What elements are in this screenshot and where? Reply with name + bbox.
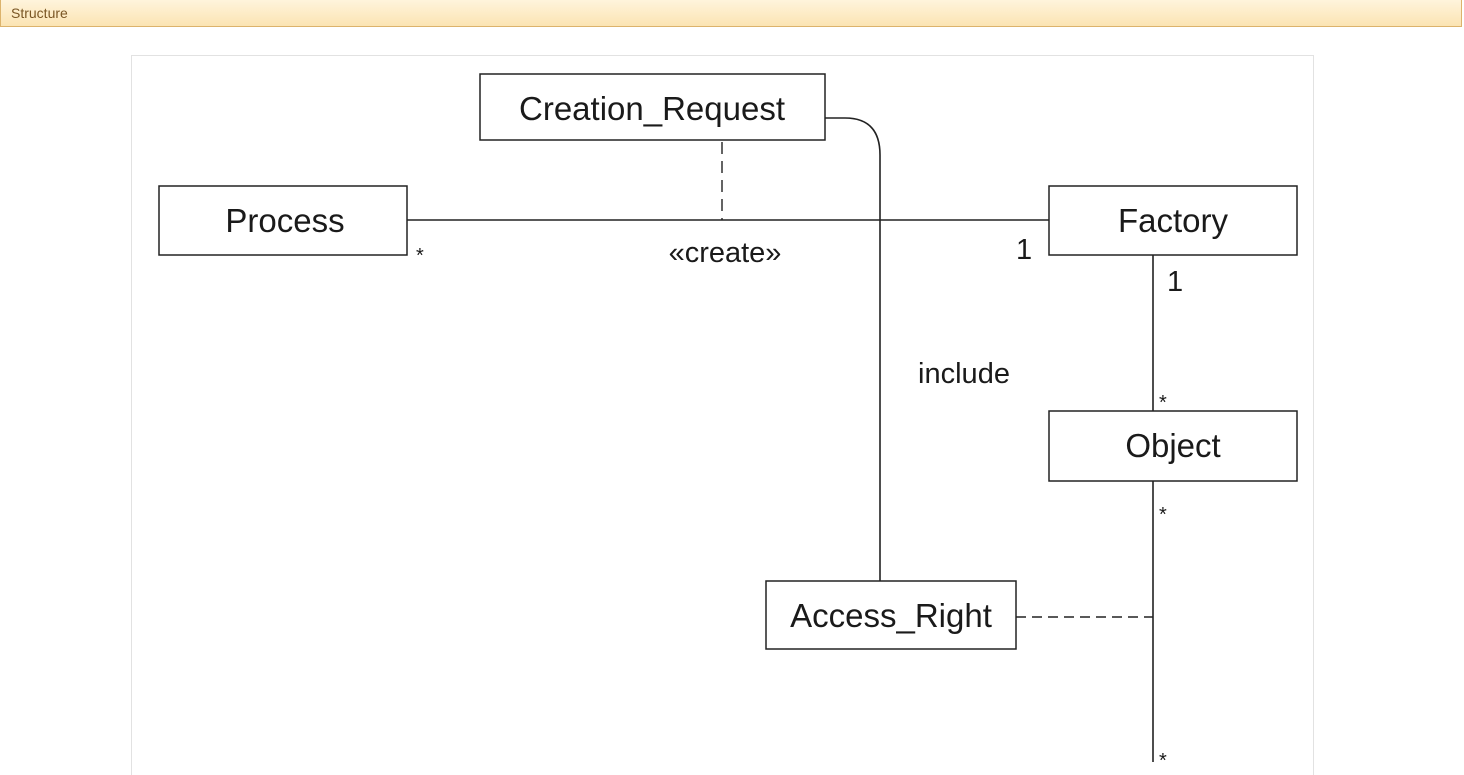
- class-access-right-label: Access_Right: [790, 597, 992, 634]
- multiplicity-factory-bottom: 1: [1167, 266, 1183, 298]
- multiplicity-object-top: *: [1159, 392, 1167, 414]
- class-access-right: Access_Right: [765, 580, 1017, 650]
- class-factory-label: Factory: [1118, 202, 1229, 239]
- class-object: Object: [1048, 410, 1298, 482]
- create-stereotype-label: «create»: [669, 237, 782, 269]
- multiplicity-process: *: [416, 245, 424, 267]
- multiplicity-bottom-end: *: [1159, 750, 1167, 762]
- multiplicity-factory-left: 1: [1016, 234, 1032, 266]
- diagram-frame: [131, 55, 1314, 775]
- class-process: Process: [158, 185, 408, 256]
- class-factory: Factory: [1048, 185, 1298, 256]
- include-label: include: [918, 358, 1010, 390]
- section-header: Structure: [0, 0, 1462, 27]
- class-process-label: Process: [225, 202, 344, 239]
- multiplicity-object-bottom: *: [1159, 504, 1167, 526]
- include-link: [825, 117, 881, 581]
- class-object-label: Object: [1125, 427, 1220, 464]
- section-title: Structure: [11, 5, 68, 21]
- class-creation-request: Creation_Request: [479, 73, 826, 141]
- class-creation-request-label: Creation_Request: [519, 90, 785, 127]
